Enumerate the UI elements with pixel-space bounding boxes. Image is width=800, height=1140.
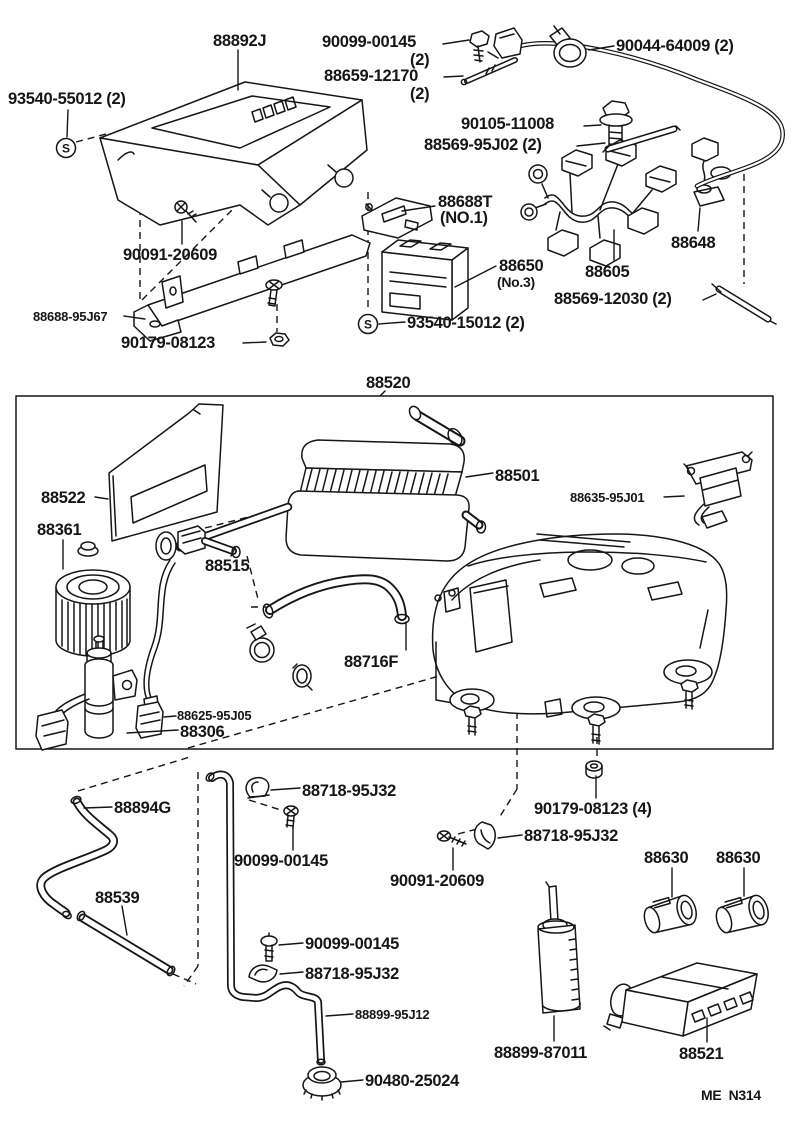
part-label-88688T: 88688T [438, 193, 493, 211]
sensor-88630-right [715, 894, 769, 934]
panel-88522 [108, 403, 224, 542]
s-symbol-glyph: S [62, 142, 70, 156]
hose-88716F [262, 574, 410, 625]
relay-88650 [381, 239, 469, 321]
heater-core-88501 [175, 405, 487, 562]
part-label-88899-95J12: 88899-95J12 [355, 1007, 430, 1022]
part-label-88688T-no1: (NO.1) [440, 209, 488, 227]
bolt-90099-00145-mid-icon [283, 805, 299, 829]
assembly-box-88520 [15, 395, 774, 750]
diagram-code: ME N314 [701, 1088, 761, 1103]
hose-clamp-icon [246, 623, 275, 663]
pump-88306 [35, 635, 138, 751]
screw-90099-00145-top-icon [469, 30, 490, 63]
clip-88718-95J32-upper-icon [245, 776, 270, 799]
part-label-88569-95J02: 88569-95J02 (2) [424, 136, 542, 154]
part-label-88718-95J32-c: 88718-95J32 [305, 965, 399, 983]
part-label-93540-15012: 93540-15012 (2) [407, 314, 525, 332]
part-label-88630-b: 88630 [716, 849, 761, 867]
harness-88605 [520, 139, 677, 267]
part-label-90099-00145-top: 90099-00145 [322, 33, 416, 51]
part-label-88899-87011: 88899-87011 [494, 1044, 588, 1062]
part-label-88718-95J32-b: 88718-95J32 [524, 827, 618, 845]
hose-88894G [36, 795, 118, 920]
part-label-88716F: 88716F [344, 653, 399, 671]
cable-and-clamp-90044 [487, 25, 785, 189]
bracket-88688-95J67 [133, 234, 371, 342]
clip-88718-95J32-right-icon [473, 821, 496, 850]
part-label-90105-11008: 90105-11008 [461, 115, 555, 133]
part-label-90480-25024: 90480-25024 [365, 1072, 459, 1090]
part-label-90179-08123-4: 90179-08123 (4) [534, 800, 652, 818]
part-label-88650: 88650 [499, 257, 544, 275]
part-label-88306: 88306 [180, 723, 225, 741]
sensor-88630-left [643, 894, 697, 934]
leader-lines [62, 39, 745, 1083]
part-label-93540-55012: 93540-55012 (2) [8, 90, 126, 108]
part-label-90179-08123-top: 90179-08123 [121, 334, 215, 352]
bolt-90091-20609-bottom-icon [436, 830, 467, 847]
s-symbol-glyph: S [364, 318, 372, 332]
hose-88539 [76, 910, 176, 977]
part-label-88569-12030: 88569-12030 (2) [554, 290, 672, 308]
part-label-88894G: 88894G [114, 799, 171, 817]
wire-88648 [691, 137, 732, 207]
part-label-88539: 88539 [95, 889, 140, 907]
part-label-88648: 88648 [671, 234, 716, 252]
part-label-88892J: 88892J [213, 32, 267, 50]
part-label-88521: 88521 [679, 1045, 724, 1063]
main-heater-unit [431, 533, 728, 745]
part-label-88605: 88605 [585, 263, 630, 281]
part-label-88625-95J05: 88625-95J05 [177, 708, 252, 723]
part-label-90091-20609-top: 90091-20609 [123, 246, 217, 264]
bracket-88688T [361, 197, 433, 239]
bolt-90105-11008-icon [599, 100, 633, 149]
part-label-88718-95J32-a: 88718-95J32 [302, 782, 396, 800]
part-label-88688-95J67: 88688-95J67 [33, 309, 108, 324]
wire-88625-95J05 [135, 559, 176, 739]
part-label-90099-00145-b: 90099-00145 [234, 852, 328, 870]
screw-90091-20609-top-icon [174, 200, 197, 223]
nut-90179-08123-top-icon [269, 332, 290, 347]
pin-88659-12170-icon [460, 57, 518, 86]
bottle-88899-87011 [537, 881, 581, 1014]
s-symbol-93540-55012: S [55, 137, 77, 159]
strip-88569-12030-icon [711, 283, 777, 325]
diagram-code-left: ME [701, 1087, 722, 1103]
part-label-88659-qty: (2) [410, 85, 430, 103]
part-label-90091-20609-b: 90091-20609 [390, 872, 484, 890]
part-label-88650-no3: (No.3) [497, 274, 535, 290]
amplifier-88521 [603, 962, 758, 1037]
part-label-88635-95J01: 88635-95J01 [570, 490, 645, 505]
part-label-90044-64009: 90044-64009 (2) [616, 37, 734, 55]
strip-88569-95J02-icon [602, 125, 681, 153]
part-label-88361: 88361 [37, 521, 82, 539]
cover-88892J [99, 81, 368, 226]
s-symbol-93540-15012: S [357, 313, 379, 335]
part-label-88520: 88520 [366, 374, 411, 392]
part-label-88630-a: 88630 [644, 849, 689, 867]
part-label-88659-12170: 88659-12170 [324, 67, 418, 85]
part-label-90099-00145-c: 90099-00145 [305, 935, 399, 953]
blower-motor-88361 [55, 541, 131, 657]
grommet-90480-25024-icon [302, 1066, 342, 1101]
nut-90179-08123-bottom-icon [585, 760, 603, 779]
bolt-90099-00145-lower-icon [260, 932, 278, 962]
part-label-90099-qty: (2) [410, 51, 430, 69]
hose-clamp-small-icon [292, 663, 313, 691]
pipe-88899-95J12 [205, 770, 326, 1066]
clip-88718-95J32-lower-icon [248, 964, 278, 983]
part-label-88515: 88515 [205, 557, 250, 575]
valve-88515 [155, 525, 241, 561]
resistor-88635-95J01 [683, 451, 753, 529]
part-label-88501: 88501 [495, 467, 540, 485]
diagram-code-right: N314 [728, 1087, 762, 1103]
part-label-88522: 88522 [41, 489, 86, 507]
